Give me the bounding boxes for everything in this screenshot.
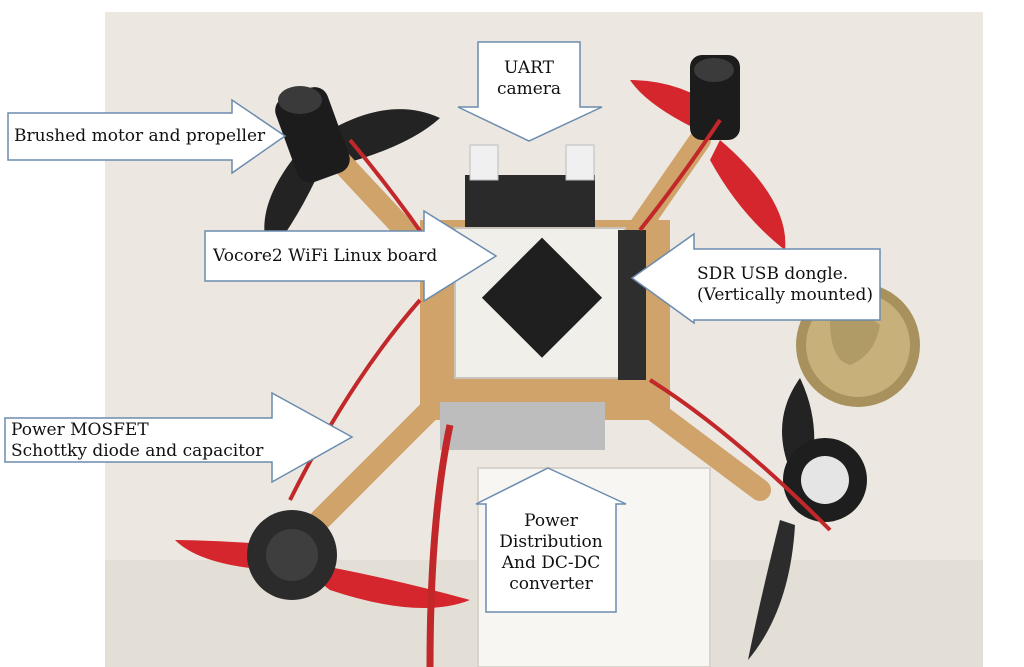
label-power-distribution: Power Distribution And DC-DC converter (488, 511, 614, 595)
arrow-brushed-motor (7, 98, 287, 175)
arrow-uart-camera (457, 41, 603, 142)
label-power-mosfet: Power MOSFET Schottky diode and capacito… (11, 420, 263, 462)
motor-bottom-right (783, 438, 867, 522)
label-uart-camera-line-2: camera (496, 79, 562, 99)
label-brushed-motor: Brushed motor and propeller (14, 126, 265, 147)
label-uart-camera-line-1: UART (504, 58, 554, 78)
sdr-dongle (618, 230, 646, 380)
label-vocore2-line-1: Vocore2 WiFi Linux board (213, 246, 438, 266)
label-sdr-dongle-line-2: (Vertically mounted) (697, 285, 874, 305)
label-power-distribution-line-3: And DC-DC (501, 553, 601, 573)
motor-top-left (275, 86, 350, 183)
camera-connector-left (469, 144, 499, 181)
label-sdr-dongle: SDR USB dongle. (Vertically mounted) (697, 264, 873, 306)
motor-top-right (690, 55, 740, 140)
power-distribution-board (440, 402, 605, 450)
motor-bottom-left (247, 510, 337, 600)
arrow-sdr-dongle (630, 232, 881, 325)
label-power-distribution-line-1: Power (524, 511, 578, 531)
euro-coin (796, 283, 920, 407)
label-power-mosfet-line-1: Power MOSFET (11, 420, 149, 440)
camera-connector-right (565, 144, 595, 181)
label-vocore2: Vocore2 WiFi Linux board (213, 246, 437, 267)
arrow-power-distribution (475, 467, 627, 613)
arrow-vocore2 (204, 209, 498, 303)
label-uart-camera: UART camera (484, 58, 574, 100)
label-sdr-dongle-line-1: SDR USB dongle. (697, 264, 849, 284)
uart-camera-module (465, 175, 595, 230)
label-power-distribution-line-4: converter (509, 574, 593, 594)
label-brushed-motor-line-1: Brushed motor and propeller (14, 126, 266, 146)
arrow-power-mosfet (4, 391, 354, 484)
label-power-mosfet-line-2: Schottky diode and capacitor (11, 441, 264, 461)
label-power-distribution-line-2: Distribution (499, 532, 603, 552)
